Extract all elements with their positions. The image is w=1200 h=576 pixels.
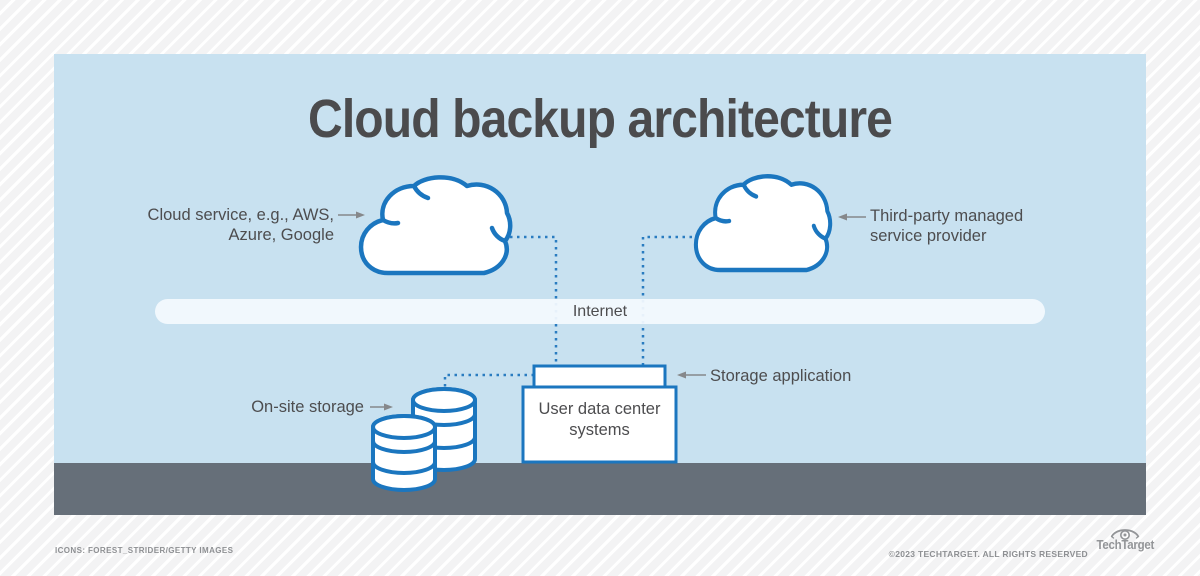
techtarget-logo: TechTarget xyxy=(1094,526,1156,552)
storage-application-label: Storage application xyxy=(710,367,852,385)
third-party-label: Third-party managed service provider xyxy=(870,207,1024,245)
database-icon-front xyxy=(371,414,437,492)
arrow-cloud-service xyxy=(338,211,365,219)
icons-credit: ICONS: FOREST_STRIDER/GETTY IMAGES xyxy=(55,546,234,555)
cloud-service-label: Cloud service, e.g., AWS, Azure, Google xyxy=(147,206,334,244)
arrow-third-party xyxy=(838,213,866,221)
storage-application-box xyxy=(532,364,667,389)
user-data-center-box xyxy=(521,385,678,464)
arrow-on-site-storage xyxy=(370,403,393,411)
cloud-service-icon xyxy=(358,175,513,276)
connector-left-cloud-to-storage-app xyxy=(510,235,558,365)
page-title: Cloud backup architecture xyxy=(308,89,893,149)
user-data-center-label: User data center systems xyxy=(538,400,661,439)
on-site-storage-label: On-site storage xyxy=(251,398,364,416)
eye-target-icon xyxy=(1110,529,1140,540)
ground-strip xyxy=(54,463,1146,515)
connector-onsite-storage-to-storage-app xyxy=(443,373,534,391)
third-party-cloud-icon xyxy=(693,174,833,273)
copyright-text: ©2023 TECHTARGET. ALL RIGHTS RESERVED xyxy=(888,549,1088,559)
internet-bar xyxy=(155,299,1045,324)
brand-name: TechTarget xyxy=(1096,538,1154,552)
arrow-storage-application xyxy=(677,371,706,379)
internet-label: Internet xyxy=(572,303,628,320)
